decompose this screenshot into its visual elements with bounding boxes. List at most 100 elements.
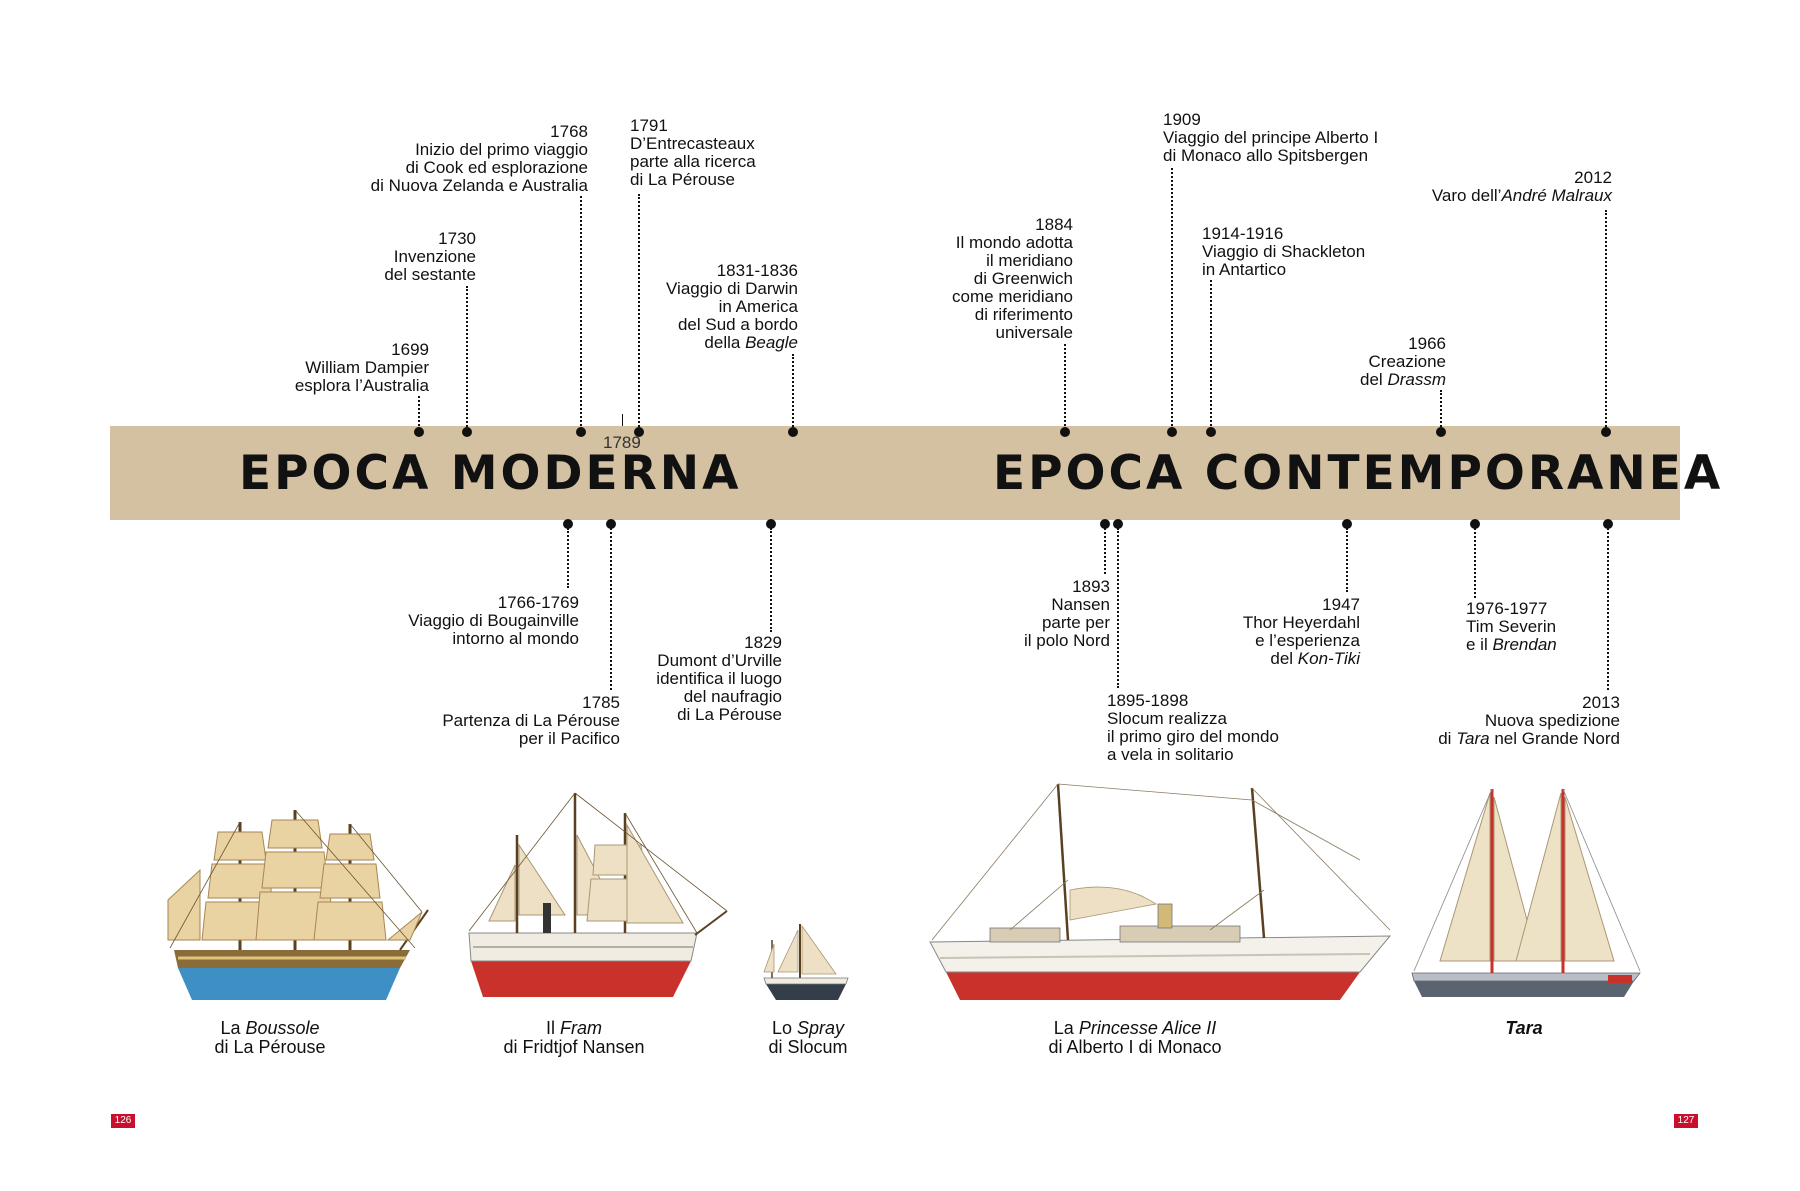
event-text: di La Pérouse: [677, 705, 782, 724]
page-number-right: 127: [1674, 1114, 1698, 1128]
event-italic-name: Drassm: [1387, 370, 1446, 389]
event-year: 1976-1977: [1466, 599, 1548, 618]
event-text: D’Entrecasteaux: [630, 134, 755, 153]
event-2013: 2013 Nuova spedizione di Tara nel Grande…: [1438, 694, 1620, 748]
event-text: Nansen: [1051, 595, 1110, 614]
caption-owner: di Fridtjof Nansen: [503, 1037, 645, 1057]
steam-yacht-princesse-alice-icon: [929, 783, 1392, 1000]
event-dot: [1342, 519, 1352, 529]
event-text-part: del: [1270, 649, 1298, 668]
event-text-part: del: [1360, 370, 1388, 389]
event-year: 1699: [391, 340, 429, 359]
event-text: William Dampier: [305, 358, 429, 377]
event-text: Creazione: [1368, 352, 1447, 371]
event-stem: [466, 286, 468, 430]
event-1976-1977: 1976-1977 Tim Severin e il Brendan: [1466, 600, 1557, 654]
ship-name: Tara: [1456, 729, 1490, 748]
event-year: 1829: [744, 633, 782, 652]
event-dot: [1167, 427, 1177, 437]
event-text: Nuova spedizione: [1484, 711, 1620, 730]
event-text: Viaggio del principe Alberto I: [1163, 128, 1379, 147]
event-text: del Sud a bordo: [677, 315, 798, 334]
ship-caption-boussole: La Boussole di La Pérouse: [214, 1019, 325, 1057]
event-year: 1730: [438, 229, 476, 248]
event-italic-name: Kon-Tiki: [1297, 649, 1360, 668]
event-stem: [1346, 528, 1348, 592]
caption-prefix: Lo: [771, 1018, 797, 1038]
event-1909: 1909 Viaggio del principe Alberto I di M…: [1163, 111, 1378, 165]
event-text: Inizio del primo viaggio: [415, 140, 588, 159]
event-dot: [1470, 519, 1480, 529]
event-text: esplora l’Australia: [294, 376, 429, 395]
caption-ship-name: Tara: [1505, 1018, 1543, 1038]
caption-ship-name: Fram: [560, 1018, 603, 1038]
event-text: Viaggio di Shackleton: [1202, 242, 1366, 261]
event-dot: [1206, 427, 1216, 437]
event-dot: [1603, 519, 1613, 529]
event-year: 1893: [1072, 577, 1110, 596]
event-stem: [610, 528, 612, 690]
caption-prefix: La: [220, 1018, 246, 1038]
event-dot: [766, 519, 776, 529]
event-text: Invenzione: [393, 247, 476, 266]
event-stem: [1171, 168, 1173, 430]
event-year: 1768: [550, 122, 588, 141]
event-stem: [580, 196, 582, 430]
ship-caption-princesse-alice: La Princesse Alice II di Alberto I di Mo…: [1048, 1019, 1221, 1057]
event-text: Viaggio di Darwin: [666, 279, 798, 298]
event-dot: [563, 519, 573, 529]
event-text-part: Varo dell’: [1431, 186, 1502, 205]
event-text: di Tara nel Grande Nord: [1438, 730, 1620, 748]
schooner-tara-icon: [1411, 788, 1641, 997]
event-text: per il Pacifico: [518, 729, 620, 748]
event-text: di Monaco allo Spitsbergen: [1163, 146, 1369, 165]
sailing-ship-boussole-icon: [167, 809, 429, 1000]
caption-prefix: La: [1053, 1018, 1079, 1038]
event-text: identifica il luogo: [656, 669, 782, 688]
event-text: il primo giro del mondo: [1107, 727, 1279, 746]
event-text: e l’esperienza: [1255, 631, 1360, 650]
event-stem: [1607, 528, 1609, 690]
event-text: Slocum realizza: [1107, 709, 1227, 728]
event-text: Viaggio di Bougainville: [408, 611, 579, 630]
event-year: 2013: [1582, 693, 1620, 712]
event-year: 1909: [1163, 110, 1201, 129]
caption-ship-name: Princesse Alice II: [1078, 1018, 1217, 1038]
event-text: di Cook ed esplorazione: [405, 158, 588, 177]
event-1699: 1699 William Dampier esplora l’Australia: [295, 341, 429, 395]
event-text: del Kon-Tiki: [1243, 650, 1360, 668]
event-text: Thor Heyerdahl: [1242, 613, 1360, 632]
event-stem: [638, 194, 640, 430]
caption-owner: di Alberto I di Monaco: [1048, 1037, 1222, 1057]
ship-name: André Malraux: [1501, 186, 1612, 205]
event-dot: [462, 427, 472, 437]
event-dot: [1060, 427, 1070, 437]
timeline-band: [110, 426, 1680, 520]
event-text: e il Brendan: [1466, 636, 1557, 654]
event-text-part: di: [1438, 729, 1457, 748]
ship-name: Brendan: [1492, 635, 1557, 654]
caption-owner: di Slocum: [768, 1037, 848, 1057]
event-text: Partenza di La Pérouse: [442, 711, 620, 730]
event-text: di Greenwich: [973, 269, 1073, 288]
event-text: in America: [718, 297, 798, 316]
ship-caption-tara: Tara: [1505, 1019, 1542, 1038]
event-stem: [1474, 528, 1476, 598]
event-text: di riferimento: [974, 305, 1073, 324]
event-year: 1766-1769: [497, 593, 579, 612]
event-text-part: della: [704, 333, 746, 352]
event-1884: 1884 Il mondo adotta il meridiano di Gre…: [952, 216, 1073, 342]
event-dot: [1100, 519, 1110, 529]
event-1768: 1768 Inizio del primo viaggio di Cook ed…: [371, 123, 588, 195]
event-1829: 1829 Dumont d’Urville identifica il luog…: [656, 634, 782, 724]
event-text: di La Pérouse: [630, 170, 735, 189]
event-stem: [1440, 390, 1442, 430]
event-stem: [1117, 528, 1119, 688]
event-text: del sestante: [384, 265, 476, 284]
event-1730: 1730 Invenzione del sestante: [384, 230, 476, 284]
event-year: 2012: [1574, 168, 1612, 187]
caption-ship-name: Boussole: [245, 1018, 320, 1038]
event-text: intorno al mondo: [452, 629, 579, 648]
event-2012: 2012 Varo dell’André Malraux: [1432, 169, 1612, 205]
